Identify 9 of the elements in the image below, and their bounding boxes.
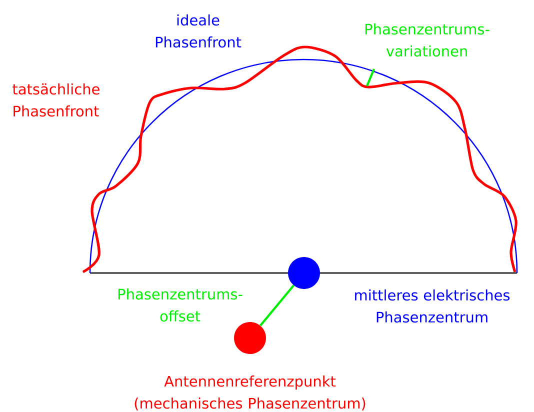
offset-line	[260, 284, 294, 326]
text-label: ideale Phasenfront	[156, 14, 242, 48]
point-label: mittleres elektrisches Phasenzentrum	[355, 289, 510, 323]
circle-dot	[234, 322, 266, 354]
point-label: Antennenreferenzpunkt (mechanisches Phasenzentrum)	[134, 376, 366, 410]
text-label: Phasenzentrums- variationen	[365, 23, 490, 57]
edge-label: Phasenzentrums- offset	[118, 288, 242, 322]
text-label: tatsächliche Phasenfront	[12, 83, 100, 117]
circle-dot	[288, 257, 320, 289]
